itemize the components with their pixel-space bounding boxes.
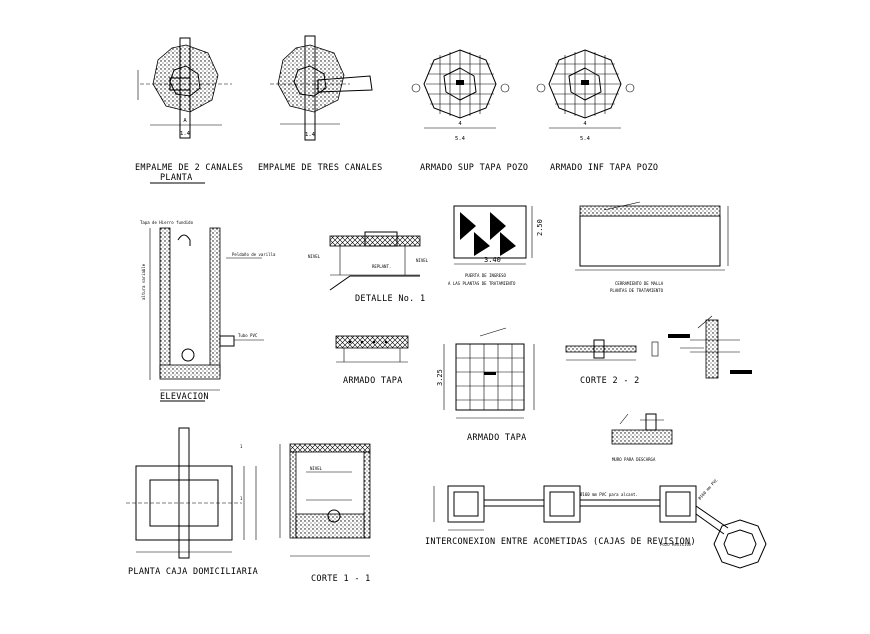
corte-2-2-section (565, 339, 659, 361)
title-corte-2: CORTE 2 - 2 (580, 376, 640, 386)
svg-text:1: 1 (240, 496, 243, 501)
svg-text:4: 4 (458, 121, 462, 127)
title-armado-tapa-2: ARMADO TAPA (467, 433, 527, 443)
title-planta: PLANTA (160, 173, 193, 183)
svg-text:1.4: 1.4 (305, 132, 316, 138)
title-puerta-2: A LAS PLANTAS DE TRATAMIENTO (448, 281, 516, 286)
puerta-ingreso: 3.40 2.50 (453, 205, 544, 265)
armado-sup-tapa-pozo: 4 5.4 (411, 49, 510, 142)
svg-text:1.4: 1.4 (180, 131, 191, 137)
title-elevacion: ELEVACION (160, 392, 209, 402)
armado-tapa-plan: 3.25 (436, 327, 535, 419)
interconexion-cajas (433, 485, 767, 569)
title-empalme-2: EMPALME DE 2 CANALES (135, 163, 243, 173)
title-empalme-3: EMPALME DE TRES CANALES (258, 163, 383, 173)
armado-tapa-section (335, 335, 409, 363)
muro-descarga (611, 413, 673, 445)
svg-text:REPLANT.: REPLANT. (372, 264, 391, 269)
armado-inf-tapa-pozo: 4 5.4 (536, 49, 635, 142)
title-armado-tapa-1: ARMADO TAPA (343, 376, 403, 386)
pvc-note: Ø160 mm PVC para alcant. (580, 492, 638, 497)
title-armado-inf: ARMADO INF TAPA POZO (550, 163, 658, 173)
title-planta-caja: PLANTA CAJA DOMICILIARIA (128, 567, 258, 577)
svg-text:5.4: 5.4 (580, 136, 591, 142)
svg-text:Tubo PVC: Tubo PVC (238, 333, 258, 338)
title-puerta-1: PUERTA DE INGRESO (465, 273, 507, 278)
pvc-diag-note: Ø160 mm PVC (697, 477, 719, 500)
svg-text:NIVEL: NIVEL (416, 258, 429, 263)
svg-text:A: A (183, 118, 187, 124)
svg-text:5.4: 5.4 (455, 136, 466, 142)
pozo-label: Pozo Revisión (660, 542, 692, 547)
empalme-2-canales-plan: A 1.4 (137, 37, 232, 139)
svg-text:4: 4 (583, 121, 587, 127)
elevacion-section: altura variable Peldaño de varilla Tubo … (140, 220, 276, 391)
planta-caja-domiciliaria: 1 1 (126, 427, 257, 559)
svg-text:+ +: + + (316, 86, 327, 92)
title-interconexion: INTERCONEXION ENTRE ACOMETIDAS (CAJAS DE… (425, 537, 696, 547)
title-cerramiento-2: PLANTAS DE TRATAMIENTO (610, 288, 664, 293)
svg-text:altura variable: altura variable (141, 263, 146, 300)
detalle-1-section: NIVEL REPLANT. NIVEL (308, 231, 429, 291)
title-cerramiento-1: CERRAMIENTO DE MALLA (615, 281, 664, 286)
corte-1-1-section: NIVEL (279, 443, 371, 557)
svg-text:Peldaño de varilla: Peldaño de varilla (232, 252, 276, 257)
dim-puerta-w: 3.40 (484, 256, 501, 264)
dim-puerta-h: 2.50 (536, 219, 544, 236)
title-detalle: DETALLE No. 1 (355, 294, 425, 304)
title-corte-1: CORTE 1 - 1 (311, 574, 371, 584)
svg-text:NIVEL: NIVEL (310, 466, 323, 471)
title-muro: MURO PARA DESCARGA (612, 457, 656, 462)
cerramiento-malla (575, 201, 729, 271)
svg-text:NIVEL: NIVEL (308, 254, 321, 259)
dim-tapa-h: 3.25 (436, 369, 444, 386)
svg-text:Tapa de Hierro fundido: Tapa de Hierro fundido (140, 220, 194, 225)
empalme-3-canales-plan: + + 1.4 (270, 35, 373, 141)
wall-detail (668, 315, 752, 379)
title-armado-sup: ARMADO SUP TAPA POZO (420, 163, 528, 173)
svg-text:1: 1 (240, 444, 243, 449)
